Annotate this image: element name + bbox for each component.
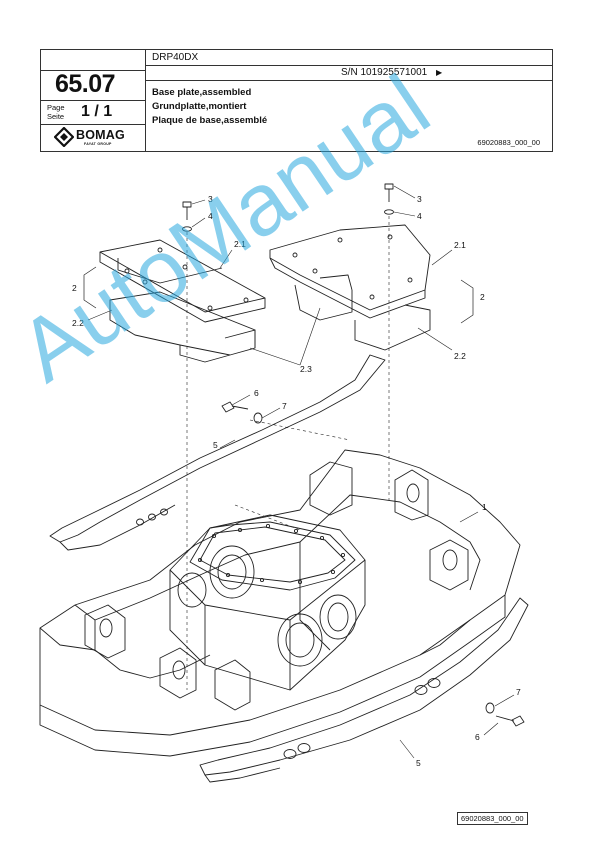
- rubber-buffer-plate-right: [269, 224, 431, 351]
- callout-label: 7: [516, 687, 521, 697]
- callout-labels: 3 4 3 4 2.1 2.1 2 2 2.2 2.2 2.3 6 7 5 1 …: [72, 194, 521, 768]
- divider: [41, 70, 145, 71]
- brand-tagline: FAYAT GROUP: [84, 142, 112, 146]
- title-en: Base plate,assembled: [152, 87, 252, 98]
- skid-rail-part: [49, 354, 386, 551]
- divider: [145, 50, 146, 151]
- callout-label: 5: [416, 758, 421, 768]
- page-label: Page Seite: [47, 103, 65, 121]
- serial-text: S/N 101925571001: [341, 67, 428, 78]
- bolt-3-left: [182, 201, 192, 232]
- divider: [41, 100, 145, 101]
- divider: [41, 124, 145, 125]
- callout-label: 4: [208, 211, 213, 221]
- group-brackets: [83, 266, 474, 324]
- bolt-6-lower: [485, 702, 525, 727]
- page-label-de: Seite: [47, 112, 65, 121]
- title-de: Grundplatte,montiert: [152, 101, 247, 112]
- callout-label: 2.3: [300, 364, 312, 374]
- callout-label: 3: [417, 194, 422, 204]
- brand-logo-text: BOMAG: [76, 128, 125, 142]
- callout-label: 2.2: [454, 351, 466, 361]
- divider: [145, 65, 552, 66]
- callout-label: 2.1: [454, 240, 466, 250]
- callout-label: 1: [482, 502, 487, 512]
- exploded-parts-drawing: 3 4 3 4 2.1 2.1 2 2 2.2 2.2 2.3 6 7 5 1 …: [39, 183, 529, 783]
- divider: [145, 80, 552, 81]
- page-fraction: 1 / 1: [81, 103, 113, 120]
- bolt-6-upper: [221, 401, 263, 424]
- page-label-en: Page: [47, 103, 65, 112]
- title-block: 65.07 Page Seite 1 / 1 BOMAG FAYAT GROUP…: [40, 49, 553, 152]
- document-reference: 69020883_000_00: [477, 138, 540, 147]
- callout-label: 6: [254, 388, 259, 398]
- rubber-buffer-plate-left: [99, 239, 266, 363]
- callout-label: 7: [282, 401, 287, 411]
- bolt-3-right: [384, 183, 394, 215]
- assembly-lines: [186, 216, 390, 690]
- callout-label: 5: [213, 440, 218, 450]
- callout-label: 2: [480, 292, 485, 302]
- page-number: 65.07: [55, 70, 116, 98]
- callout-label: 3: [208, 194, 213, 204]
- callout-label: 2.1: [234, 239, 246, 249]
- model-name: DRP40DX: [152, 52, 199, 63]
- footer-reference: 69020883_000_00: [457, 812, 528, 825]
- title-fr: Plaque de base,assemblé: [152, 115, 268, 126]
- skid-rail-part: [199, 597, 529, 783]
- callout-label: 6: [475, 732, 480, 742]
- callout-label: 4: [417, 211, 422, 221]
- callout-label: 2.2: [72, 318, 84, 328]
- base-plate-part: [39, 449, 521, 757]
- callout-label: 2: [72, 283, 77, 293]
- serial-number: S/N 101925571001 ▶: [341, 67, 442, 78]
- leader-lines: [87, 185, 515, 759]
- arrow-right-icon: ▶: [435, 68, 443, 77]
- bomag-diamond-icon: [54, 127, 74, 147]
